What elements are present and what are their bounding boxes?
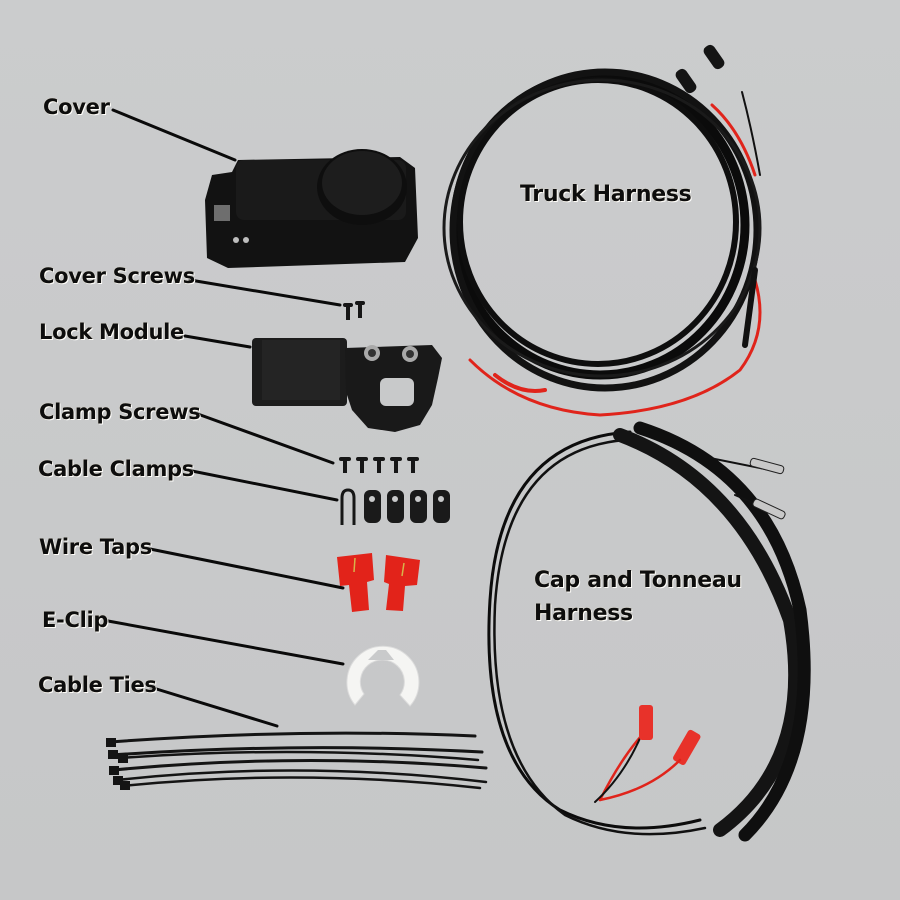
- leader-cable-ties: [148, 685, 279, 728]
- label-cap-tonneau-line2: Harness: [534, 601, 633, 626]
- leader-cover-screws: [188, 278, 342, 307]
- leader-lines: [106, 108, 345, 728]
- leader-cable-clamps: [185, 468, 339, 502]
- leader-wire-taps: [148, 547, 345, 590]
- label-wire-taps: Wire Taps: [39, 535, 152, 559]
- cable-ties-part: [106, 731, 488, 790]
- wire-taps-part: [337, 553, 420, 612]
- leader-cover: [111, 108, 237, 162]
- label-cover: Cover: [43, 95, 110, 119]
- label-cable-ties: Cable Ties: [38, 673, 157, 697]
- lock-module-part: [252, 338, 442, 432]
- label-cover-screws: Cover Screws: [39, 264, 195, 288]
- label-truck-harness: Truck Harness: [520, 182, 692, 207]
- clamp-screws-part: [339, 457, 419, 473]
- leader-e-clip: [106, 619, 345, 666]
- truck-harness-part: [442, 44, 762, 417]
- label-cable-clamps: Cable Clamps: [38, 457, 194, 481]
- cover-part: [205, 149, 418, 268]
- cover-screws-part: [343, 301, 365, 320]
- label-cap-tonneau-line1: Cap and Tonneau: [534, 568, 742, 593]
- cable-clamps-part: [340, 488, 450, 525]
- label-clamp-screws: Clamp Screws: [39, 400, 201, 424]
- e-clip-part: [346, 645, 420, 707]
- label-lock-module: Lock Module: [39, 320, 184, 344]
- leader-lock-module: [183, 334, 252, 349]
- cap-tonneau-harness-part: [487, 421, 811, 842]
- label-e-clip: E-Clip: [42, 608, 109, 632]
- leader-clamp-screws: [193, 411, 335, 465]
